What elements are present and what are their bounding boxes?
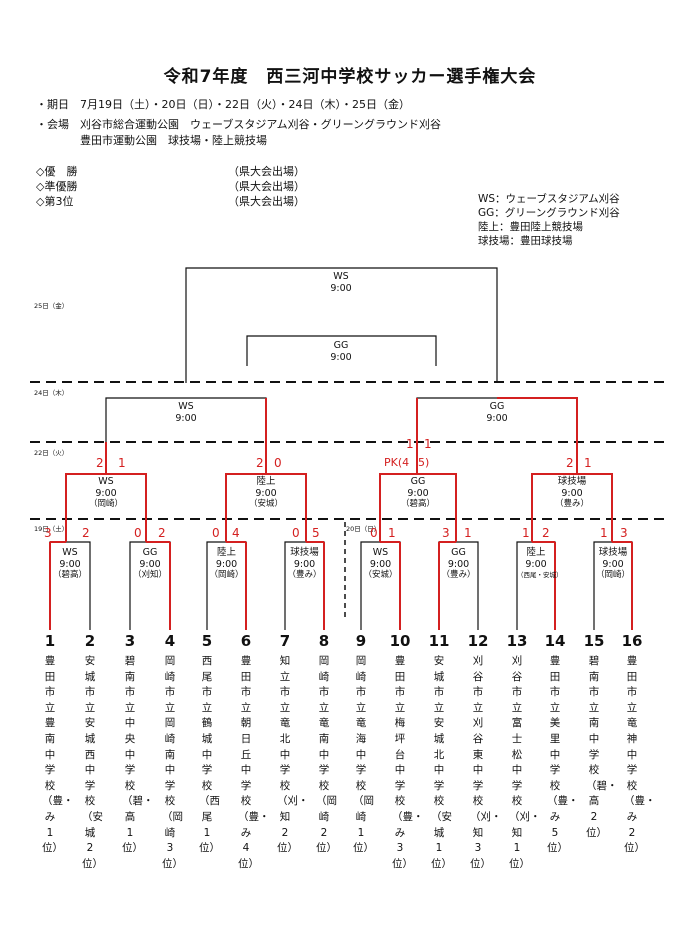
day-separators (30, 381, 670, 520)
result-third: ◇第3位 (36, 195, 74, 208)
team-name: 刈谷市立刈谷東中学校（刈・知3位） (470, 655, 502, 870)
score-r1-6b: 1 (464, 526, 472, 540)
page-title: 令和7年度 西三河中学校サッカー選手権大会 (163, 67, 537, 87)
day-label-20: 20日（日） (346, 525, 381, 533)
team-number: 10 (389, 632, 411, 650)
score-r1-1a: 3 (44, 526, 52, 540)
legend-item: GG：グリーングラウンド刈谷 (478, 207, 620, 219)
team-name: 安城市立安城北中学校（安城1位） (431, 655, 452, 870)
team-name: 豊田市立竜神中学校（豊・み2位） (624, 655, 656, 855)
day-label-19: 19日（土） (34, 525, 69, 533)
team-number: 3 (124, 632, 136, 650)
score-r1-3b: 4 (232, 526, 240, 540)
score-qf-2a: 2 (256, 456, 264, 470)
team-number: 4 (164, 632, 176, 650)
score-r1-2a: 0 (134, 526, 142, 540)
team-name: 豊田市立美里中学校（豊・み5位） (547, 655, 579, 855)
score-r1-8a: 1 (600, 526, 608, 540)
day-label-22: 22日（火） (34, 449, 69, 457)
score-r1-4b: 5 (312, 526, 320, 540)
info-venue-1: ・会場 刈谷市総合運動公園 ウェーブスタジアム刈谷・グリーングラウンド刈谷 (36, 118, 442, 131)
team-number: 8 (318, 632, 330, 650)
score-r1-4a: 0 (292, 526, 300, 540)
score-sf-a: 1 (406, 437, 414, 451)
score-r1-2b: 2 (158, 526, 166, 540)
legend-item: 球技場：豊田球技場 (478, 235, 573, 247)
team-number: 13 (506, 632, 528, 650)
team-number: 2 (84, 632, 96, 650)
score-qf-3a: PK(4 (384, 456, 410, 469)
score-qf-1a: 2 (96, 456, 104, 470)
team-name: 碧南市立南中学校（碧・高2位） (586, 655, 618, 839)
team-number: 9 (355, 632, 367, 650)
score-r1-5b: 1 (388, 526, 396, 540)
team-number: 11 (428, 632, 450, 650)
team-name: 豊田市立梅坪台中学校（豊・み3位） (392, 655, 424, 870)
team-number: 6 (240, 632, 252, 650)
score-r1-3a: 0 (212, 526, 220, 540)
score-qf-1b: 1 (118, 456, 126, 470)
team-number: 16 (621, 632, 643, 650)
day-label-25: 25日（金） (34, 302, 69, 310)
team-name: 知立市立竜北中学校（刈・知2位） (277, 655, 309, 855)
team-name: 岡崎市立竜南中学校（岡崎2位） (316, 655, 337, 855)
legend-item: WS：ウェーブスタジアム刈谷 (478, 193, 620, 205)
team-name: 岡崎市立竜海中学校（岡崎1位） (353, 655, 374, 855)
score-qf-2b: 0 (274, 456, 282, 470)
info-venue-2: 豊田市運動公園 球技場・陸上競技場 (80, 134, 267, 147)
score-r1-5a: 0 (370, 526, 378, 540)
team-name: 刈谷市立富士松中学校（刈・知1位） (509, 655, 541, 870)
team-name: 豊田市立豊南中学校（豊・み1位） (42, 655, 74, 855)
result-note: （県大会出場） (228, 195, 305, 208)
result-note: （県大会出場） (228, 165, 305, 178)
team-number: 5 (201, 632, 213, 650)
score-sf-b: 1 (424, 437, 432, 451)
team-name: 豊田市立朝日丘中学校（豊・み4位） (238, 655, 270, 870)
team-number: 1 (44, 632, 56, 650)
team-name: 西尾市立鶴城中学校（西尾1位） (199, 655, 220, 855)
team-number: 14 (544, 632, 566, 650)
score-r1-6a: 3 (442, 526, 450, 540)
team-number: 15 (583, 632, 605, 650)
team-name: 碧南市立中央中学校（碧・高1位） (122, 655, 154, 855)
results-block: ◇優 勝 ◇準優勝 ◇第3位 (36, 164, 77, 209)
result-note: （県大会出場） (228, 180, 305, 193)
result-winner: ◇優 勝 (36, 165, 78, 178)
team-number: 12 (467, 632, 489, 650)
venue-legend: WS：ウェーブスタジアム刈谷 GG：グリーングラウンド刈谷 陸上：豊田陸上競技場… (478, 192, 620, 248)
team-name: 岡崎市立岡崎南中学校（岡崎3位） (162, 655, 183, 870)
score-qf-4a: 2 (566, 456, 574, 470)
result-runner-up: ◇準優勝 (36, 180, 78, 193)
bracket-red (49, 397, 633, 630)
score-r1-1b: 2 (82, 526, 90, 540)
score-qf-4b: 1 (584, 456, 592, 470)
info-dates: ・期日 7月19日（土）・20日（日）・22日（火）・24日（木）・25日（金） (36, 98, 410, 111)
day-label-24: 24日（木） (34, 389, 69, 397)
team-name: 安城市立安城西中学校（安城2位） (82, 655, 103, 870)
score-qf-3b: 5) (418, 456, 430, 469)
team-number: 7 (279, 632, 291, 650)
score-r1-8b: 3 (620, 526, 628, 540)
legend-item: 陸上：豊田陸上競技場 (478, 221, 583, 233)
results-notes: （県大会出場） （県大会出場） （県大会出場） (228, 164, 305, 209)
score-r1-7a: 1 (522, 526, 530, 540)
score-r1-7b: 2 (542, 526, 550, 540)
